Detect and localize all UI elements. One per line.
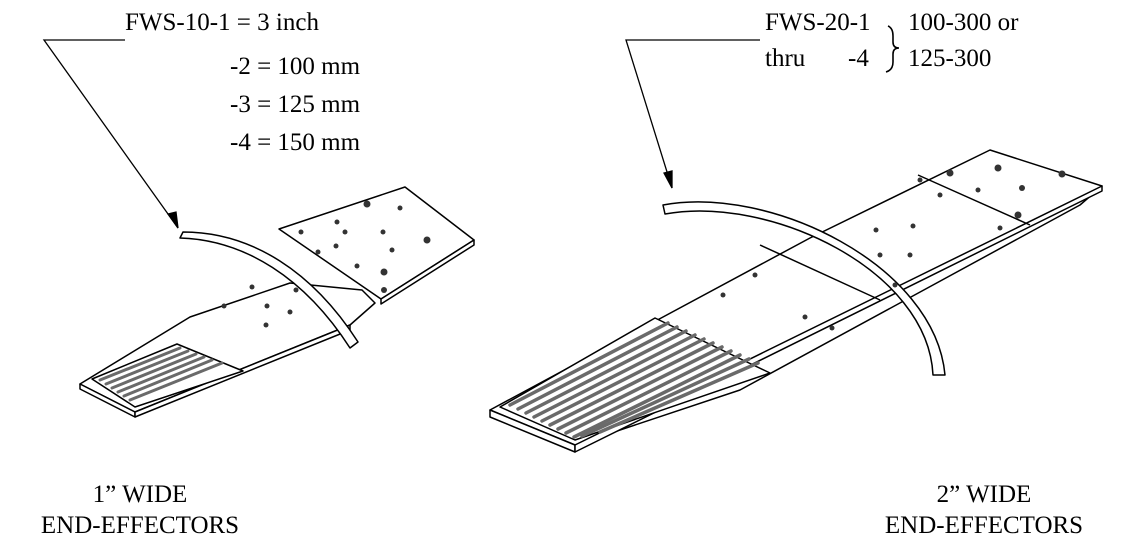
right-callout-brace [885, 25, 900, 73]
right-plate-holes [873, 164, 1066, 288]
left-callout-line-4: -4 = 150 mm [230, 129, 361, 156]
right-callout-part-line-2-suffix: -4 [848, 45, 869, 72]
left-caption-line-2: END-EFFECTORS [41, 512, 239, 538]
left-end-effector [79, 186, 475, 418]
right-leader-arrow [625, 39, 760, 189]
right-vacuum-slots [508, 321, 760, 439]
right-callout-part-line-1: FWS-20-1 [765, 9, 871, 36]
right-callout-part-line-2-prefix: thru [765, 45, 806, 72]
left-vacuum-slots [98, 346, 224, 402]
left-callout-line-2: -2 = 100 mm [230, 53, 361, 80]
left-plate-holes [298, 200, 431, 293]
left-caption-line-1: 1” WIDE [93, 481, 188, 508]
left-leader-arrow [42, 39, 179, 229]
right-callout-text: FWS-20-1 thru -4 100-300 or 125-300 [765, 9, 1019, 73]
right-end-effector [489, 149, 1103, 453]
left-callout-line-1: FWS-10-1 = 3 inch [125, 9, 319, 36]
left-blade-holes [221, 284, 299, 328]
left-callout-line-3: -3 = 125 mm [230, 91, 361, 118]
right-caption-line-2: END-EFFECTORS [885, 512, 1083, 538]
right-callout-range-line-2: 125-300 [908, 45, 991, 72]
right-caption-line-1: 2” WIDE [937, 481, 1032, 508]
right-blade-holes [720, 272, 835, 331]
left-callout-text: FWS-10-1 = 3 inch -2 = 100 mm -3 = 125 m… [125, 9, 361, 156]
right-callout-range-line-1: 100-300 or [908, 9, 1019, 36]
